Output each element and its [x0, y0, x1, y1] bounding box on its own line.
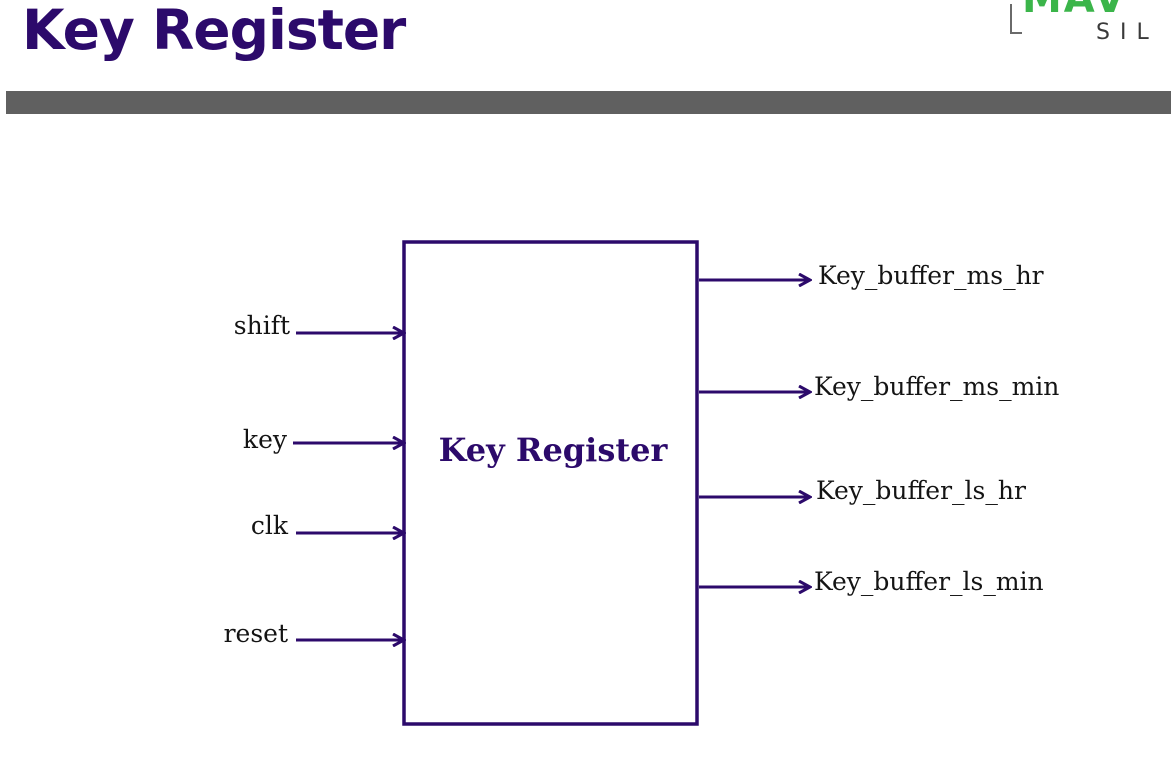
logo-text: SIL: [1096, 20, 1159, 45]
output-port-ls-hr: Key_buffer_ls_hr: [699, 476, 1026, 505]
output-port-ms-min: Key_buffer_ms_min: [699, 372, 1059, 401]
logo-bracket-icon: [1010, 4, 1022, 34]
output-label-ms-hr: Key_buffer_ms_hr: [818, 261, 1044, 290]
header-divider: [6, 91, 1171, 114]
slide-title: Key Register: [22, 0, 406, 62]
logo-mark-icon: MAV: [1022, 0, 1127, 22]
output-label-ls-hr: Key_buffer_ls_hr: [816, 476, 1026, 505]
input-port-clk: clk: [251, 511, 404, 540]
input-label-reset: reset: [224, 619, 288, 648]
register-block: [402, 240, 699, 726]
input-label-shift: shift: [234, 311, 290, 340]
output-label-ms-min: Key_buffer_ms_min: [814, 372, 1059, 401]
input-label-clk: clk: [251, 511, 289, 540]
input-port-key: key: [243, 425, 404, 454]
company-logo: MAV SIL: [1010, 0, 1171, 48]
input-port-shift: shift: [234, 311, 404, 340]
output-port-ms-hr: Key_buffer_ms_hr: [699, 261, 1044, 290]
input-port-reset: reset: [224, 619, 404, 648]
input-label-key: key: [243, 425, 288, 454]
block-label: Key Register: [439, 431, 669, 469]
output-label-ls-min: Key_buffer_ls_min: [814, 567, 1044, 596]
output-port-ls-min: Key_buffer_ls_min: [699, 567, 1044, 596]
